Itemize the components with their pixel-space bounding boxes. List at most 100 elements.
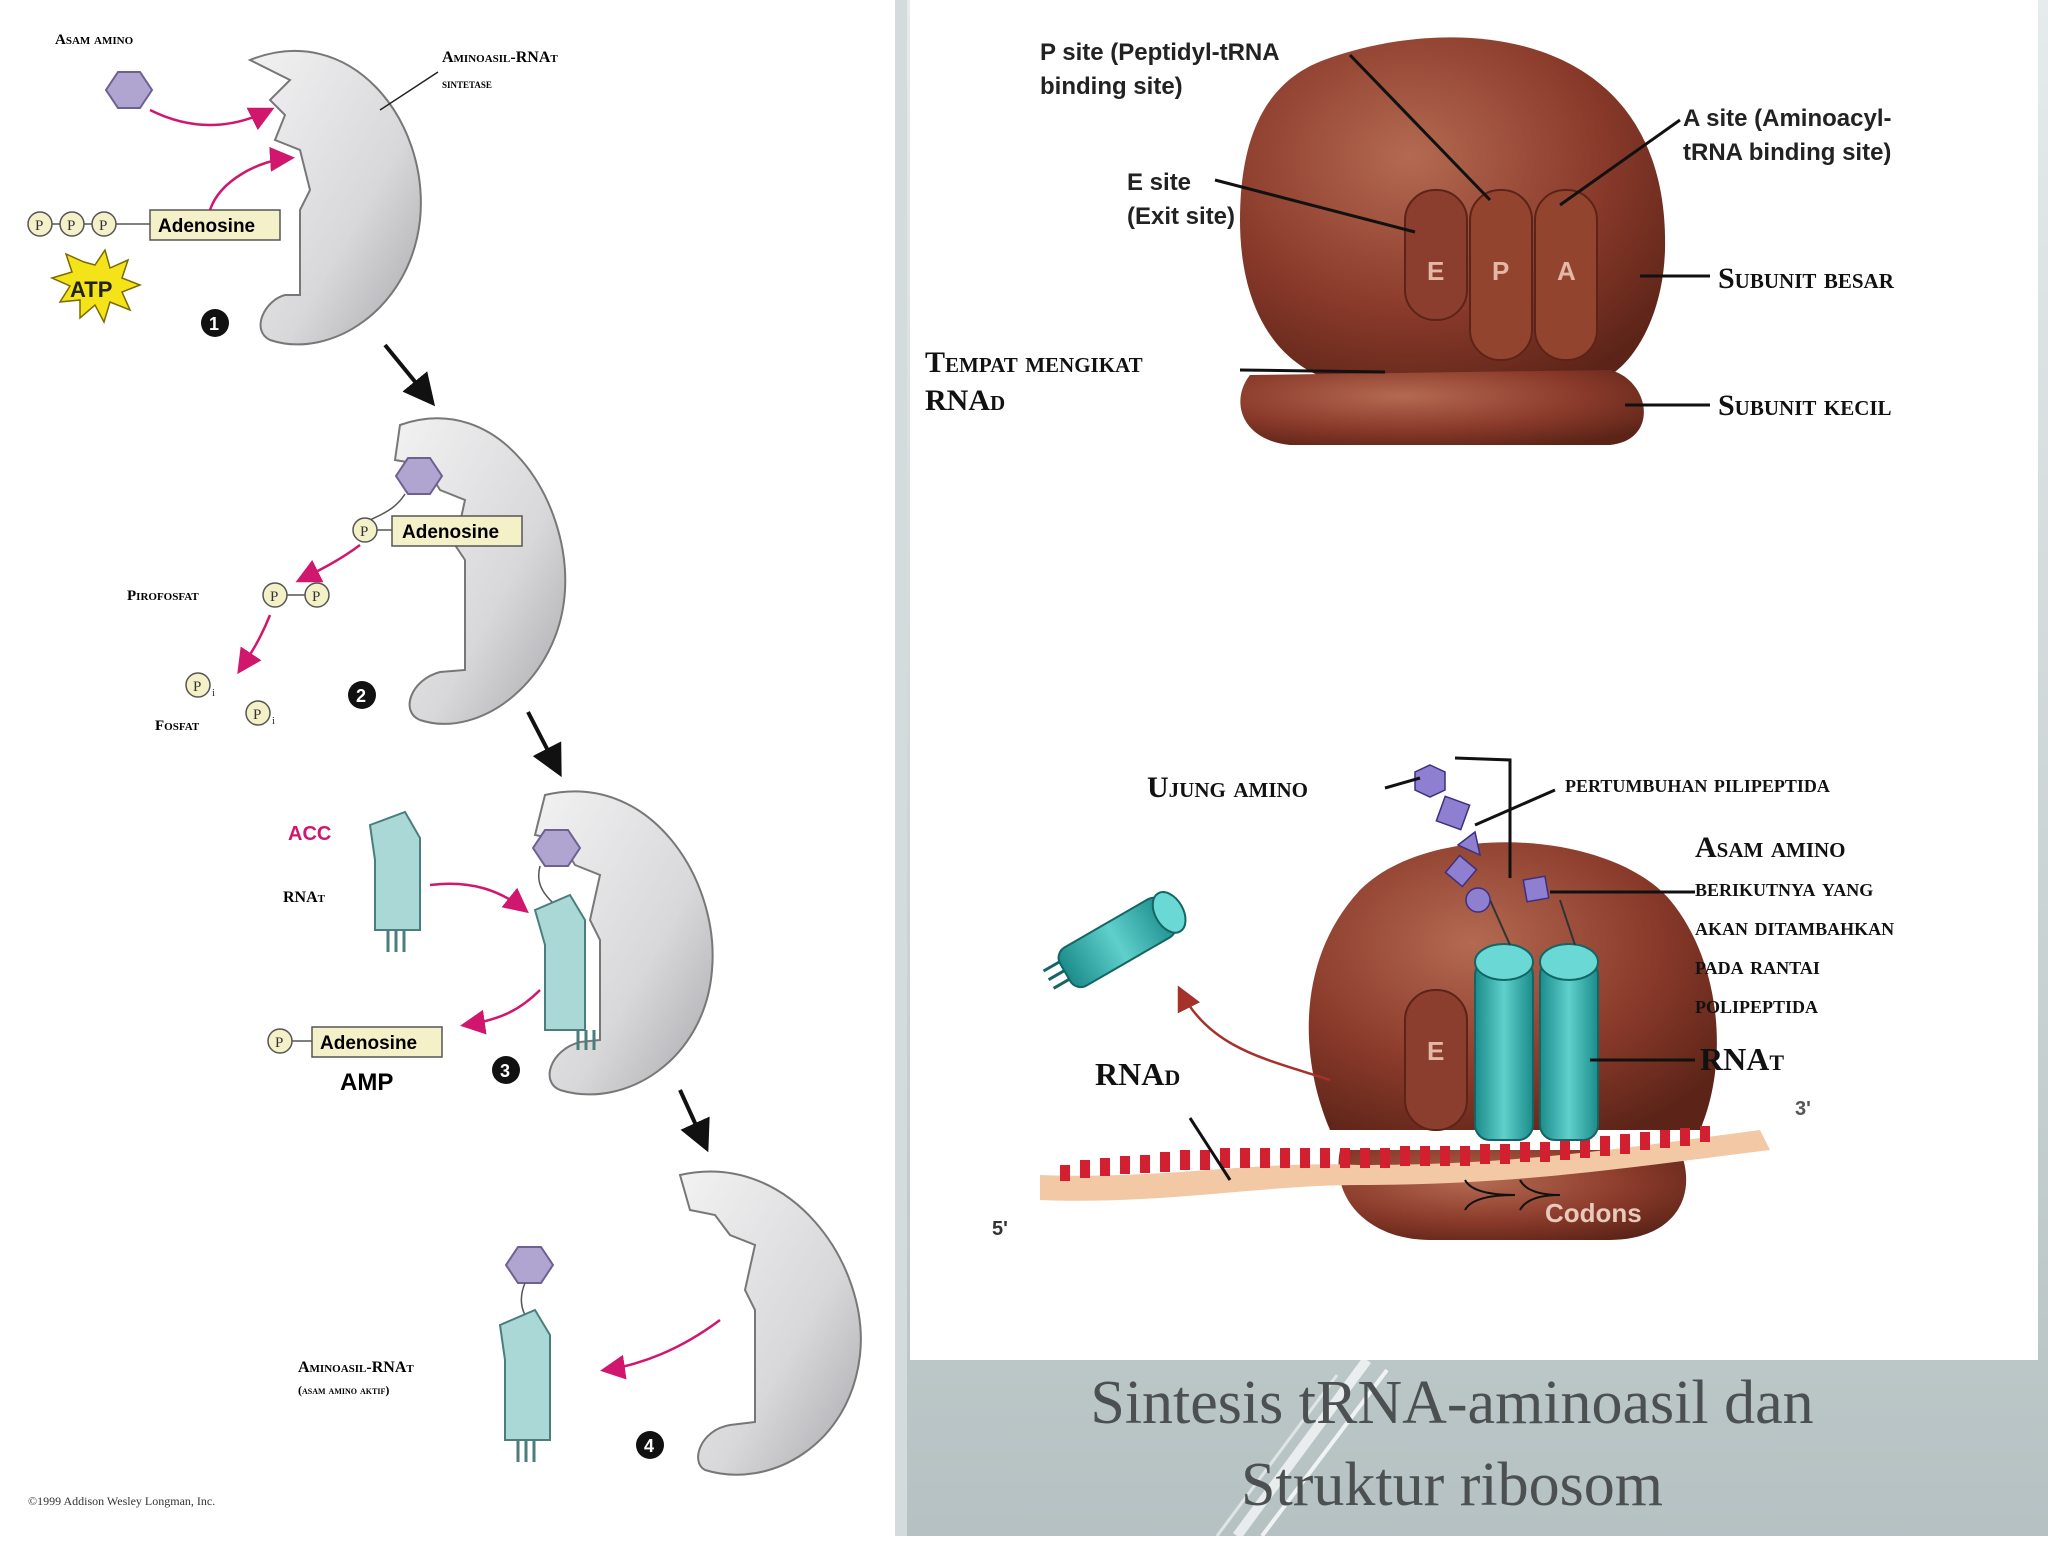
svg-text:P: P [360,524,368,540]
svg-text:P: P [35,218,43,234]
polypeptide-chain [1414,764,1550,913]
asam-amino-berikut-3: akan ditambahkan [1695,912,1894,941]
step-3-marker [492,1056,520,1084]
e-site-tunnel [1404,189,1468,321]
codon-brace-2 [1519,1179,1561,1211]
arrow-step1-to-2 [383,343,436,407]
atp-label: ATP [70,277,112,302]
trna-p-site [1474,959,1534,1141]
e-site-tunnel-2 [1404,989,1468,1131]
amino-acid-hexagon [104,71,154,109]
tempat-label-1: Tempat mengikat [925,346,1143,379]
arrow-amino-to-enzyme [149,107,275,131]
codons-label: Codons [1545,1198,1642,1228]
tempat-label-2: RNAd [925,384,1005,417]
p-site-tunnel [1469,189,1533,361]
aminoacyl-trna [498,1308,551,1441]
asam-amino-berikut-5: polipeptida [1695,990,1818,1019]
caption-line-1: Sintesis tRNA-aminoasil dan [1090,1369,1814,1437]
asam-amino-berikut-4: pada rantai [1695,951,1820,980]
p-site-label-1: P site (Peptidyl-tRNA [1040,39,1280,66]
step-4-marker [636,1431,664,1459]
p-site-letter: P [1492,256,1509,286]
svg-text:P: P [275,1035,283,1051]
trna-a-site [1539,959,1599,1141]
e-site-leader [1214,178,1416,234]
asam-amino-berikut-2: berikutnya yang [1695,873,1873,902]
arrow-trna-to-enzyme [429,882,529,914]
step-2-number: 2 [356,686,366,706]
p-site-label-2: binding site) [1040,73,1183,100]
asam-amino-label: Asam amino [55,32,134,48]
amino-acid-hexagon-4 [504,1246,555,1284]
trna-free [368,810,421,931]
step-1-marker [201,309,229,337]
a-site-letter: A [1557,256,1576,286]
arrow-to-phosphate [237,614,272,675]
step-4-number: 4 [644,1436,654,1456]
enzyme-step4 [678,1170,862,1476]
five-prime-label: 5' [992,1218,1008,1240]
adenosine-label-2: Adenosine [402,522,499,543]
ejected-trna [1042,891,1187,990]
e-site-letter: E [1427,256,1444,286]
aminoacyl-trna-synthesis-diagram: Asam amino Aminoasil-RNAt sintetase P P … [27,32,862,1508]
panel-divider [895,0,907,1536]
trna-exit-arrow [1177,985,1331,1082]
svg-text:P: P [99,218,107,234]
mrna-codon-teeth [1060,1126,1710,1181]
adenosine-box-3 [311,1026,443,1058]
polypeptide-leader [1454,756,1512,878]
ribosome-structure-diagram: E P A P site (Peptidyl-tRNA binding site… [925,37,1895,1240]
fosfat-label: Fosfat [155,718,200,734]
rnad-label: RNAd [1095,1056,1180,1092]
step-1-number: 1 [209,314,219,334]
svg-text:P: P [253,707,261,723]
svg-text:i: i [272,715,275,727]
a-site-label-2: tRNA binding site) [1683,139,1891,166]
svg-text:P: P [312,589,320,605]
e-site-letter-2: E [1427,1036,1444,1066]
rnad-leader [1188,1117,1232,1181]
pirofosfat-label: Pirofosfat [127,588,199,604]
arrow-step3-to-4 [678,1089,710,1153]
copyright-text: ©1999 Addison Wesley Longman, Inc. [28,1494,215,1508]
rnat-label-right: RNAt [1700,1041,1784,1077]
svg-text:P: P [67,218,75,234]
acc-label: ACC [288,823,331,845]
three-prime-label: 3' [1795,1098,1811,1120]
amino-acid-hexagon-2 [394,457,444,495]
arrow-release [600,1318,721,1380]
adenosine-label-3: Adenosine [320,1033,417,1054]
e-site-label-1: E site [1127,169,1191,196]
adenosine-label-1: Adenosine [158,216,255,237]
enzyme-label-2: sintetase [442,76,492,91]
arrow-atp-to-enzyme [208,146,295,211]
pertumbuhan-label: pertumbuhan pilipeptida [1565,769,1830,798]
amp-label: AMP [340,1069,393,1096]
amino-acid-hexagon-3 [531,829,582,867]
svg-text:P: P [193,679,201,695]
arrow-to-pyrophosphate [295,543,361,583]
svg-text:i: i [212,687,215,699]
enzyme-label: Aminoasil-RNAt [442,49,558,66]
a-site-leader [1559,118,1681,207]
subunit-kecil-label: Subunit kecil [1718,389,1892,422]
asam-amino-berikut-1: Asam amino [1695,831,1846,864]
atp-phosphates: P P P [27,211,150,237]
arrow-to-amp [460,989,541,1035]
subunit-besar-label: Subunit besar [1718,262,1895,295]
trna-in-enzyme [533,893,586,1031]
adenosine-box-1 [149,209,281,241]
asam-amino-aktif-label: (asam amino aktif) [298,1383,389,1397]
slide-caption: Sintesis tRNA-aminoasil dan Struktur rib… [907,1362,1997,1526]
left-panel: Asam amino Aminoasil-RNAt sintetase P P … [0,0,895,1536]
enzyme-step3 [533,790,714,1096]
p-site-leader [1348,53,1492,202]
step-3-number: 3 [500,1061,510,1081]
enzyme-leader [379,71,439,111]
arrow-step2-to-3 [526,711,562,778]
atp-starburst [49,248,143,324]
a-site-label-1: A site (Aminoacyl- [1683,105,1892,132]
codon-brace-1 [1464,1179,1516,1211]
